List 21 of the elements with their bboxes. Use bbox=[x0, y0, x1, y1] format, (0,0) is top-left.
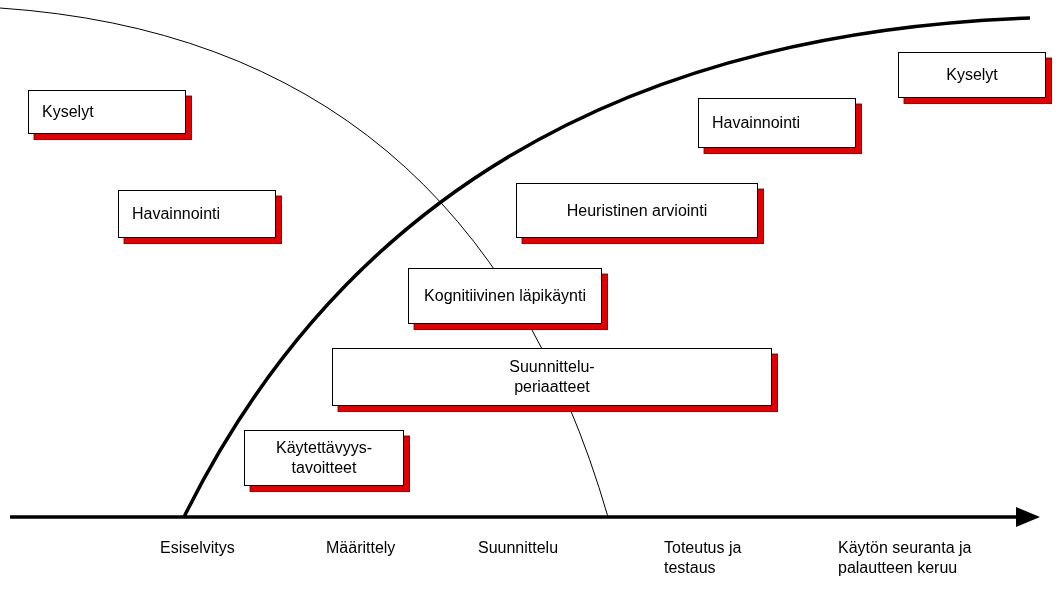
phase-label: Käytön seuranta ja palautteen keruu bbox=[838, 538, 973, 578]
method-label: Kyselyt bbox=[946, 65, 998, 85]
method-box bbox=[244, 430, 410, 492]
method-box bbox=[118, 190, 282, 244]
phase-label: Suunnittelu bbox=[478, 538, 560, 558]
method-label: Käytettävyys- tavoitteet bbox=[275, 438, 373, 478]
method-box bbox=[332, 348, 778, 412]
phase-label: Toteutus ja testaus bbox=[664, 538, 743, 578]
method-box bbox=[516, 183, 764, 244]
phase-label: Määrittely bbox=[326, 538, 397, 558]
method-box bbox=[408, 268, 608, 330]
method-label: Havainnointi bbox=[132, 204, 221, 224]
method-box bbox=[698, 98, 862, 154]
method-label: Heuristinen arviointi bbox=[566, 200, 708, 221]
method-box bbox=[898, 52, 1052, 104]
method-box bbox=[28, 90, 192, 140]
method-label: Kognitiivinen läpikäynti bbox=[424, 286, 586, 306]
method-label: Kyselyt bbox=[42, 102, 94, 122]
method-label: Havainnointi bbox=[712, 113, 801, 133]
phase-label: Esiselvitys bbox=[160, 538, 236, 558]
method-label: Suunnittelu- periaatteet bbox=[508, 357, 596, 397]
